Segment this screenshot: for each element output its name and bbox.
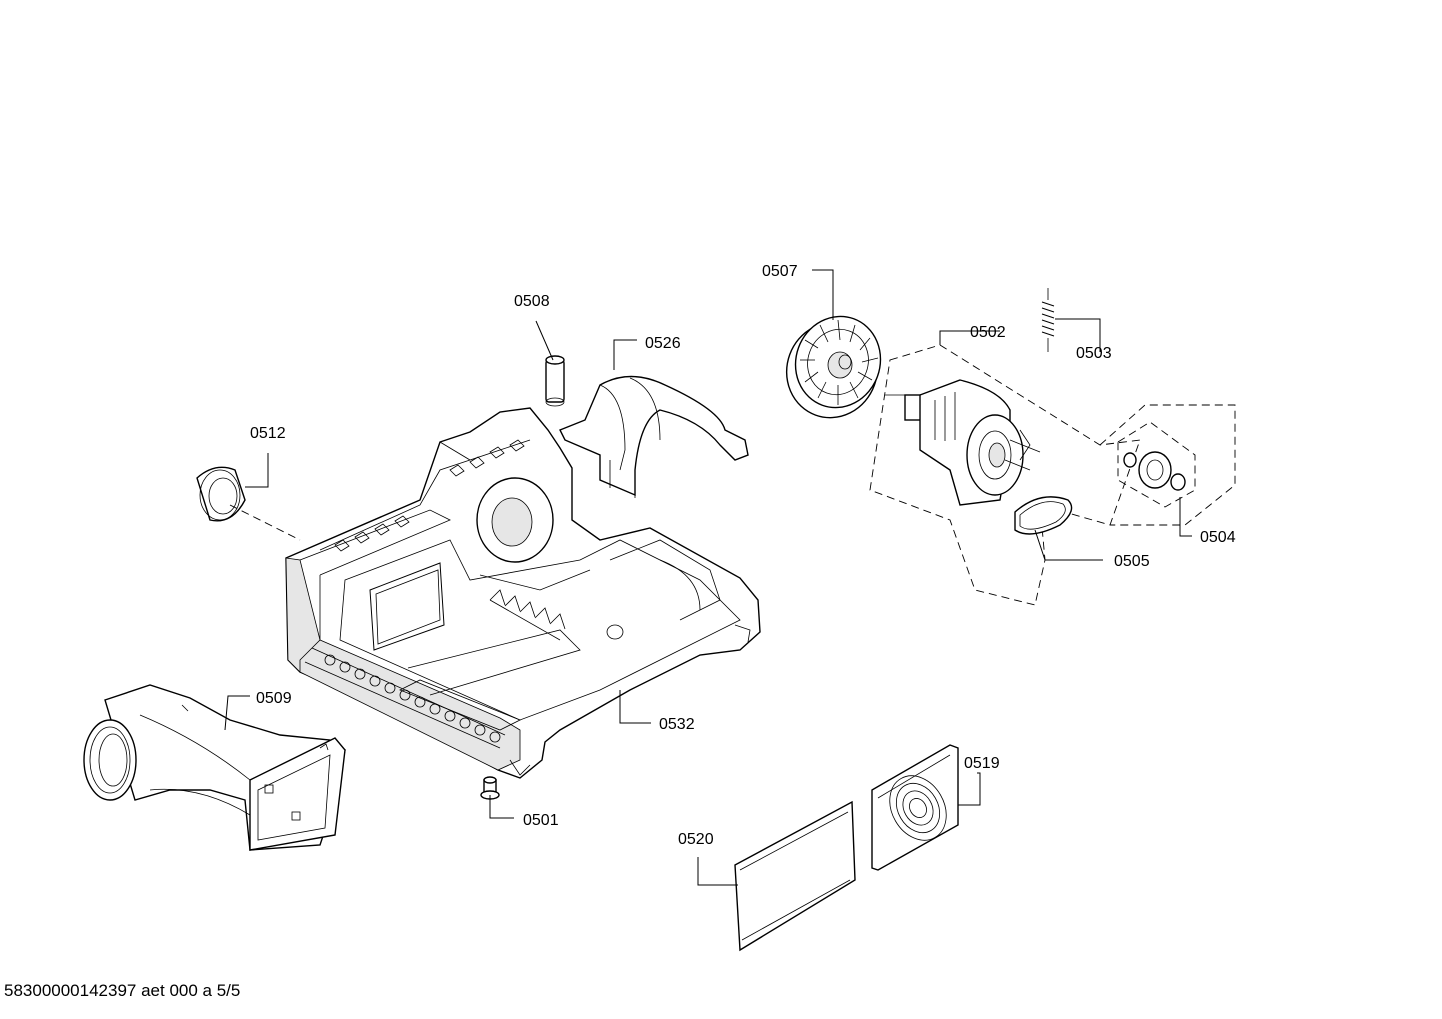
part-label-0503: 0503 <box>1076 345 1112 362</box>
spring-drawing <box>1041 288 1055 352</box>
flat-panel-drawing <box>734 800 856 952</box>
part-label-0519: 0519 <box>964 755 1000 772</box>
pin-part-drawing <box>545 355 565 407</box>
part-label-0526: 0526 <box>645 335 681 352</box>
document-footer-code: 58300000142397 aet 000 a 5/5 <box>4 981 241 1000</box>
part-label-0509: 0509 <box>256 690 292 707</box>
part-label-0508: 0508 <box>514 293 550 310</box>
part-label-0512: 0512 <box>250 425 286 442</box>
part-label-0532: 0532 <box>659 716 695 733</box>
pulley-drawing <box>1099 404 1236 526</box>
part-label-0505: 0505 <box>1114 553 1150 570</box>
part-label-0501: 0501 <box>523 812 559 829</box>
belt-drawing <box>1014 496 1073 535</box>
air-duct-drawing <box>83 684 346 851</box>
part-label-0507: 0507 <box>762 263 798 280</box>
part-label-0520: 0520 <box>678 831 714 848</box>
base-housing-drawing <box>285 407 761 779</box>
ring-part-drawing <box>196 466 301 541</box>
fan-wheel-drawing <box>785 315 882 419</box>
part-label-0502: 0502 <box>970 324 1006 341</box>
channel-cover-drawing <box>559 375 749 498</box>
part-labels: 0501 0502 0503 0504 0505 0507 0508 0509 … <box>250 263 1236 848</box>
motor-drawing <box>869 344 1141 606</box>
grille-panel-drawing <box>871 744 959 871</box>
part-label-0504: 0504 <box>1200 529 1236 546</box>
leader-lines <box>224 269 1192 886</box>
screw-part-drawing <box>480 776 500 800</box>
